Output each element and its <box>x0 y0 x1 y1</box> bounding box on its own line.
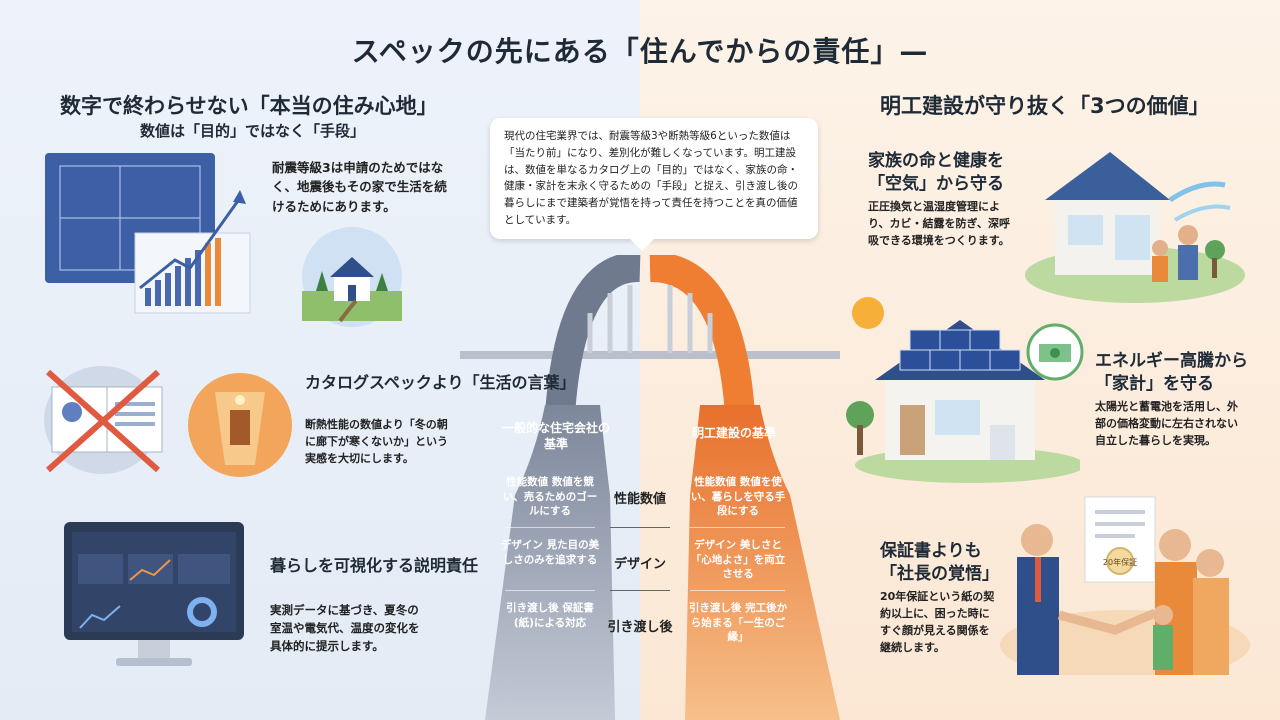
right-item-2-title: エネルギー高騰から「家計」を守る <box>1095 351 1248 394</box>
bridge-cables <box>587 285 713 353</box>
warm-corridor-illustration <box>188 373 292 477</box>
center-separator-2 <box>610 590 670 591</box>
intro-callout: 現代の住宅業界では、耐震等級3や断熱等級6といった数値は「当たり前」になり、差別… <box>490 118 818 251</box>
left-item-2-body: 断熱性能の数値より「冬の朝に廊下が寒くないか」という実感を大切にします。 <box>305 418 448 466</box>
right-item-1-body: 正圧換気と温湿度管理により、カビ・結露を防ぎ、深呼吸できる環境をつくります。 <box>868 200 1011 248</box>
meiko-column-heading: 明工建設の基準 <box>691 426 776 440</box>
general-separator-1 <box>505 527 595 528</box>
left-subheading: 数値は「目的」ではなく「手段」 <box>140 122 366 140</box>
certificate-badge-label: 20年保証 <box>1103 557 1137 567</box>
right-item-2-body: 太陽光と蓄電池を活用し、外部の価格変動に左右されない自立した暮らしを実現。 <box>1095 400 1238 448</box>
bridge-deck <box>460 351 840 359</box>
right-item-3-body: 20年保証という紙の契約以上に、困った時にすぐ顔が見える関係を継続します。 <box>880 590 995 655</box>
right-heading: 明工建設が守り抜く「3つの価値」 <box>880 94 1210 118</box>
meiko-row-3: 引き渡し後 完工後から始まる「一生のご縁」 <box>688 602 788 644</box>
bridge-illustration <box>460 255 840 720</box>
right-item-1-title: 家族の命と健康を「空気」から守る <box>868 151 1004 194</box>
meiko-separator-1 <box>690 527 785 528</box>
meiko-row-2: デザイン 美しさと「心地よさ」を両立させる <box>690 539 786 581</box>
left-item-2-title: カタログスペックより「生活の言葉」 <box>305 373 576 392</box>
meiko-row-1: 性能数値 数値を使い、暮らしを守る手段にする <box>690 476 786 518</box>
left-heading: 数字で終わらせない「本当の住み心地」 <box>60 94 438 118</box>
money-bubble-icon <box>1026 323 1084 381</box>
gray-arch <box>545 255 641 417</box>
certificate-badge <box>1106 547 1134 575</box>
center-separator-1 <box>610 527 670 528</box>
meiko-path <box>685 405 840 720</box>
left-item-3-body: 実測データに基づき、夏冬の室温や電気代、温度の変化を具体的に提示します。 <box>270 603 420 653</box>
right-item-3-title: 保証書よりも「社長の覚悟」 <box>880 541 999 584</box>
left-item-3-title: 暮らしを可視化する説明責任 <box>270 556 479 575</box>
solar-house-illustration <box>846 297 1080 483</box>
row-label-2: デザイン <box>613 557 666 572</box>
family-house-illustration <box>1025 152 1245 303</box>
blueprint-chart-illustration <box>45 153 251 314</box>
general-separator-2 <box>505 590 595 591</box>
row-label-3: 引き渡し後 <box>607 620 673 635</box>
row-label-1: 性能数値 <box>613 492 666 507</box>
general-path <box>485 405 615 720</box>
monitor-dashboard-illustration <box>64 522 244 666</box>
crossed-catalog-illustration <box>44 366 163 474</box>
general-row-1: 性能数値 数値を競い、売るためのゴールにする <box>502 476 598 518</box>
house-circle-illustration <box>302 227 402 327</box>
general-row-3: 引き渡し後 保証書(紙)による対応 <box>506 602 594 629</box>
meiko-separator-2 <box>690 590 785 591</box>
page-title: スペックの先にある「住んでからの責任」— <box>351 35 929 68</box>
handshake-family-illustration: 20年保証 <box>1000 496 1250 675</box>
general-column-heading: 一般的な住宅会社の基準 <box>501 421 610 452</box>
general-row-2: デザイン 見た目の美しさのみを追求する <box>500 539 600 566</box>
orange-arch <box>649 255 755 417</box>
left-item-1-body: 耐震等級3は申請のためではなく、地震後もその家で生活を続けるためにあります。 <box>272 160 447 214</box>
